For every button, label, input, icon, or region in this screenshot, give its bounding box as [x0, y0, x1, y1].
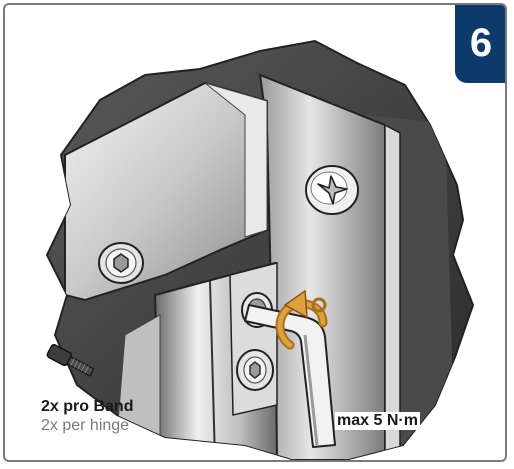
- screw-caption-german: 2x pro Band: [41, 398, 134, 415]
- hex-key-icon: [244, 304, 336, 448]
- hex-screw-lower: [236, 349, 274, 391]
- hex-screw-wing: [98, 242, 144, 284]
- phillips-screw: [305, 165, 359, 215]
- rotation-arrow-icon: [275, 289, 328, 350]
- step-number-badge: 6: [455, 5, 505, 83]
- instruction-panel: 6 2x pro Band 2x per hinge max 5 N·m: [3, 3, 507, 462]
- screw-quantity-caption: 2x pro Band 2x per hinge: [41, 397, 133, 435]
- screw-caption-english: 2x per hinge: [41, 417, 130, 434]
- torque-label: max 5 N·m: [335, 412, 420, 430]
- hinge-illustration: [45, 39, 475, 460]
- cap-screw-icon: [46, 344, 95, 377]
